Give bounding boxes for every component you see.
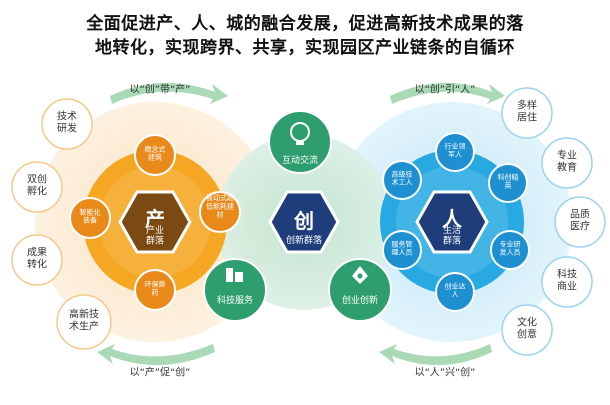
- right-inner-label: 科创精英: [498, 172, 519, 189]
- left-inner-node: [199, 191, 241, 233]
- right-outer-node: [541, 137, 593, 189]
- right-outer-node: [554, 196, 606, 248]
- right-outer-label: 多样居住: [517, 99, 537, 124]
- left-outer-label: 成果转化: [27, 247, 47, 271]
- left-core-sub: 产业群落: [146, 224, 164, 247]
- arrow-top-right: 以“创”引“人”: [390, 83, 505, 104]
- left-outer-label: 高新技术生产: [69, 308, 99, 333]
- center-node-right: [328, 258, 392, 322]
- right-outer-node: [541, 256, 593, 308]
- center-core-char: 创: [293, 209, 314, 233]
- bulb-icon: [290, 122, 310, 145]
- left-outer-node: [11, 161, 63, 213]
- right-inner-node: [435, 272, 475, 312]
- rocket-icon: [352, 266, 368, 284]
- center-node-left-label: 科技服务: [217, 294, 253, 306]
- right-core-char: 人: [442, 207, 463, 231]
- left-outer-node: [56, 294, 112, 350]
- arrow-bottom-right: 以“人”兴“创”: [379, 344, 492, 379]
- left-inner-node: [69, 197, 111, 239]
- arrow-bottom-left-label: 以“产”促“创”: [130, 366, 191, 379]
- right-outer-label: 文化创意: [517, 316, 537, 341]
- left-outer-node: [11, 234, 63, 286]
- left-core-hexagon: [118, 190, 192, 254]
- right-inner-label: 专业研发人员: [500, 239, 521, 256]
- left-outer-nodes: 技术研发 双创孵化 成果转化 高新技术生产: [11, 98, 112, 350]
- arrow-top-right-label: 以“创”引“人”: [415, 83, 476, 96]
- right-inner-node: [435, 132, 475, 172]
- right-outer-label: 专业教育: [557, 149, 577, 174]
- left-inner-label: 智能化装备: [80, 207, 101, 224]
- right-outer-label: 品质医疗: [570, 209, 590, 233]
- right-inner-node: [382, 230, 422, 270]
- right-outer-label: 科技商业: [557, 268, 577, 293]
- left-inner-node: [134, 269, 176, 311]
- left-outer-node: [41, 98, 93, 150]
- center-node-top-label: 互动交流: [282, 154, 318, 166]
- right-outer-node: [501, 304, 553, 356]
- left-inner-label: 概念式建筑: [145, 144, 166, 161]
- right-inner-nodes: 行业领军人 科创精英 专业研发人员 创业达人 服务管理人员 高级技术工人: [382, 132, 530, 312]
- center-nodes: 互动交流 科技服务 创业创新: [203, 110, 392, 322]
- arrow-top-left: 以“创”带“产”: [110, 83, 228, 104]
- left-inner-label: 环保兽药: [145, 279, 166, 296]
- center-core-sub: 创新群落: [286, 234, 322, 246]
- arrow-top-left-label: 以“创”带“产”: [130, 83, 191, 96]
- right-inner-node: [382, 160, 422, 200]
- left-core-char: 产: [145, 207, 165, 231]
- title-line-1: 全面促进产、人、城的融合发展，促进高新技术成果的落: [86, 14, 524, 34]
- arrow-bottom-left: 以“产”促“创”: [97, 344, 215, 379]
- building-icon: [226, 268, 243, 282]
- right-inner-label: 服务管理人员: [392, 239, 413, 256]
- right-core-hexagon: [415, 190, 489, 254]
- center-node-left: [203, 258, 267, 322]
- center-node-right-label: 创业创新: [342, 294, 378, 306]
- left-inner-nodes: 概念式建筑 被动式超低能耗建材 环保兽药 智能化装备: [69, 134, 241, 311]
- arrow-bottom-right-label: 以“人”兴“创”: [415, 366, 476, 379]
- right-outer-node: [501, 87, 553, 139]
- right-inner-node: [488, 163, 528, 203]
- right-inner-label: 行业领军人: [445, 141, 466, 158]
- title-line-2: 地转化，实现跨界、共享，实现园区产业链条的自循环: [95, 38, 515, 58]
- right-outer-nodes: 多样居住 专业教育 品质医疗 科技商业 文化创意: [501, 87, 606, 356]
- right-inner-label: 高级技术工人: [392, 169, 413, 186]
- right-inner-label: 创业达人: [445, 281, 466, 298]
- left-outer-label: 技术研发: [57, 110, 77, 135]
- left-inner-node: [134, 134, 176, 176]
- right-inner-node: [490, 230, 530, 270]
- left-outer-label: 双创孵化: [27, 173, 47, 198]
- right-core-sub: 生活群落: [443, 224, 461, 247]
- left-inner-label: 被动式超低能耗建材: [206, 193, 234, 219]
- center-core-hexagon: [268, 190, 340, 254]
